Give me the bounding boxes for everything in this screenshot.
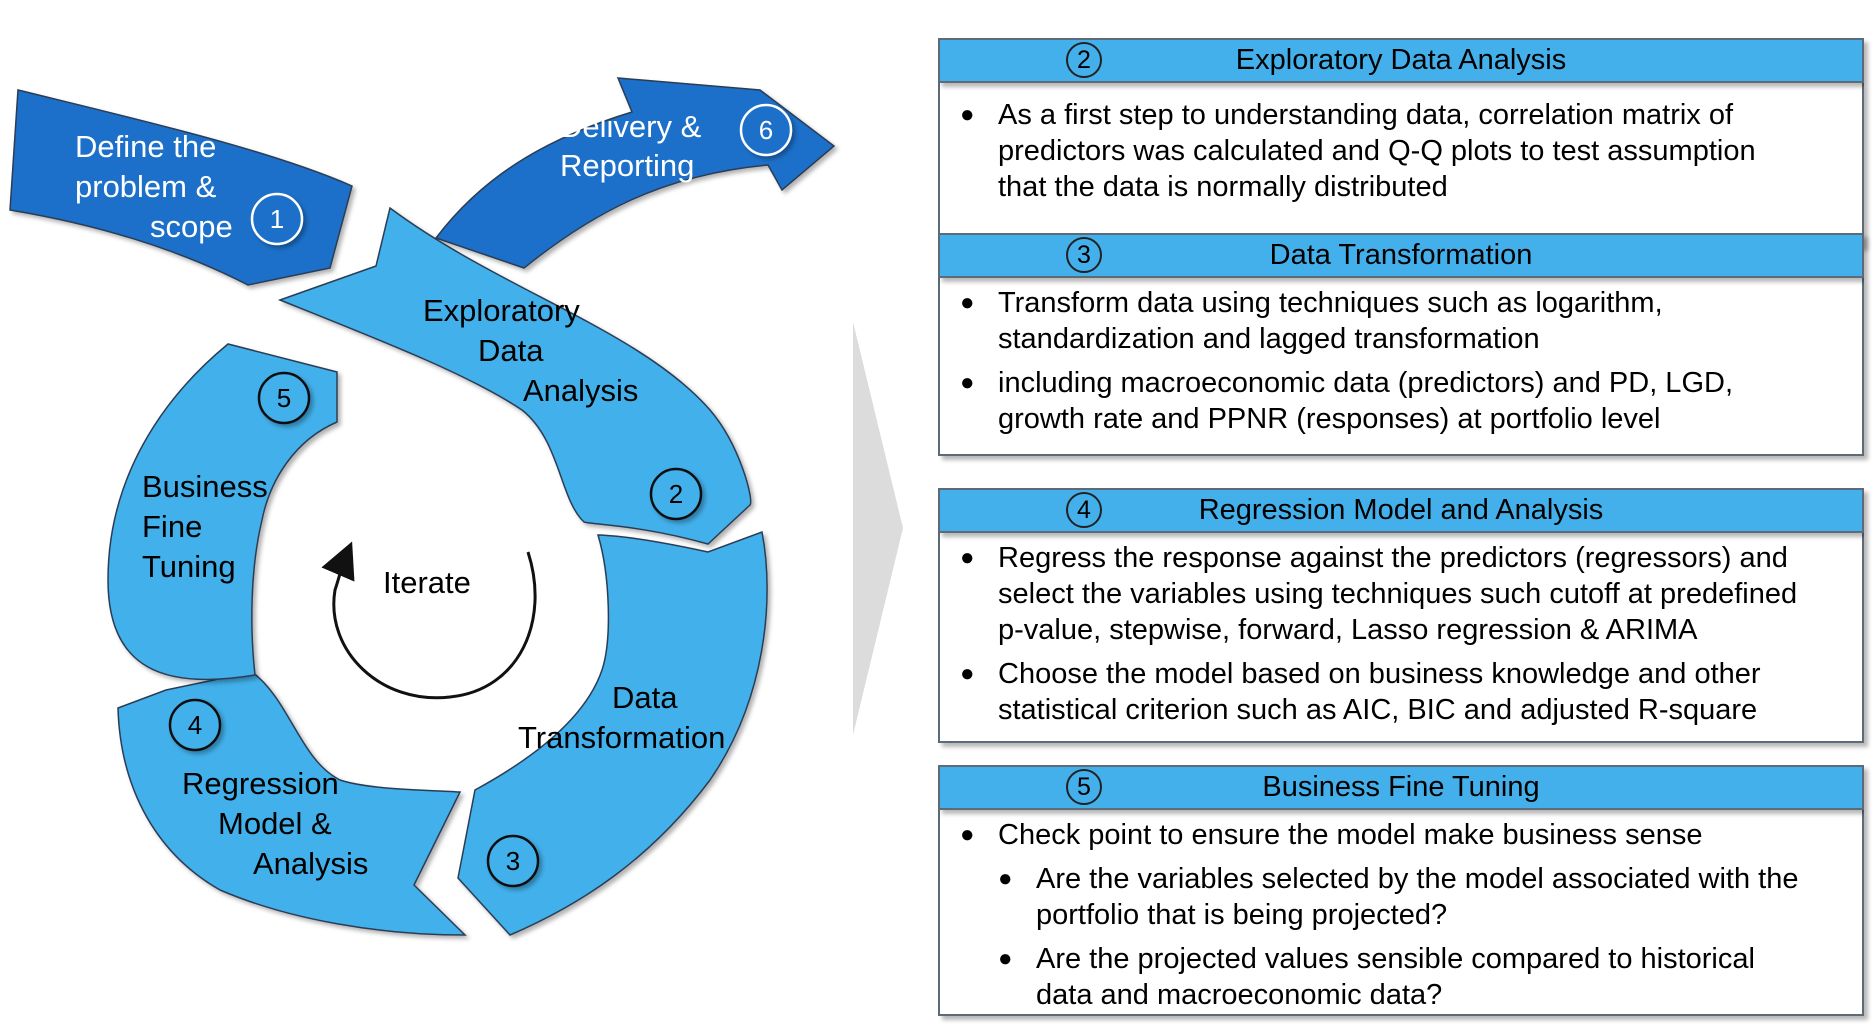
detail-number-badge: 4 (1066, 492, 1102, 528)
step-3-label: Data Transformation (518, 680, 725, 755)
detail-box-body: ● As a first step to understanding data,… (938, 83, 1864, 247)
step-5-arrow (107, 343, 338, 681)
step-6-label-line: Delivery & (560, 109, 702, 144)
bullet-item: ● As a first step to understanding data,… (940, 97, 1862, 205)
step-2-number: 2 (669, 479, 683, 509)
bullet-icon: ● (960, 544, 975, 571)
step-6-label: Delivery & Reporting (560, 109, 702, 183)
step-2-label-line: Data (478, 333, 544, 368)
step-3-number: 3 (506, 846, 520, 876)
detail-box-body: ● Check point to ensure the model make b… (938, 810, 1864, 1016)
bullet-line: statistical criterion such as AIC, BIC a… (998, 694, 1758, 726)
step-5-label-line: Tuning (142, 549, 236, 584)
step-6-arrow (434, 77, 836, 269)
detail-title: Business Fine Tuning (1262, 771, 1540, 803)
bullet-line: p-value, stepwise, forward, Lasso regres… (998, 614, 1698, 646)
detail-title: Exploratory Data Analysis (1235, 44, 1567, 76)
sub-bullet-item: ● Are the variables selected by the mode… (940, 861, 1862, 933)
detail-box-transformation: 3 Data Transformation ● Transform data u… (938, 233, 1864, 456)
step-2-label-line: Analysis (523, 373, 638, 408)
bullet-line: that the data is normally distributed (998, 171, 1448, 203)
step-4-label-line: Analysis (253, 846, 368, 881)
step-1-label-line: problem & (75, 169, 217, 204)
sub-bullet-item: ● Are the projected values sensible comp… (940, 941, 1862, 1013)
bullet-line: including macroeconomic data (predictors… (998, 367, 1733, 399)
bullet-icon: ● (960, 369, 975, 396)
detail-number-badge: 2 (1066, 42, 1102, 78)
detail-box-header: 3 Data Transformation (938, 233, 1864, 278)
step-3-label-line: Data (612, 680, 678, 715)
step-4-label-line: Model & (218, 806, 332, 841)
detail-box-eda: 2 Exploratory Data Analysis ● As a first… (938, 38, 1864, 247)
detail-box-body: ● Transform data using techniques such a… (938, 278, 1864, 456)
bullet-icon: ● (960, 289, 975, 316)
detail-box-regression: 4 Regression Model and Analysis ● Regres… (938, 488, 1864, 743)
step-1-label-line: scope (150, 209, 233, 244)
step-4-number: 4 (188, 710, 202, 740)
step-3-label-line: Transformation (518, 720, 725, 755)
step-2-arrow (277, 206, 752, 545)
detail-number-badge: 5 (1066, 769, 1102, 805)
iterate-label: Iterate (383, 565, 471, 600)
iterate-icon (321, 541, 537, 700)
bullet-line: portfolio that is being projected? (1036, 899, 1448, 931)
bullet-icon: ● (998, 865, 1013, 892)
step-6-label-line: Reporting (560, 148, 694, 183)
cycle-diagram: Iterate Define the problem & scope 1 Del… (9, 77, 903, 936)
step-2-label: Exploratory Data Analysis (423, 293, 638, 408)
step-1-number-badge (250, 192, 304, 246)
bullet-line: growth rate and PPNR (responses) at port… (998, 403, 1661, 435)
step-2-number-badge (649, 467, 703, 521)
step-5-number-badge (257, 371, 311, 425)
bullet-line: Regress the response against the predict… (998, 542, 1788, 574)
step-1-label-line: Define the (75, 129, 216, 164)
bullet-icon: ● (960, 101, 975, 128)
bullet-line: Choose the model based on business knowl… (998, 658, 1761, 690)
step-1-number: 1 (270, 204, 284, 234)
step-5-number: 5 (277, 383, 291, 413)
detail-box-business-tuning: 5 Business Fine Tuning ● Check point to … (938, 765, 1864, 1016)
step-4-label-line: Regression (182, 766, 339, 801)
step-1-label: Define the problem & scope (75, 129, 233, 244)
step-5-label: Business Fine Tuning (142, 469, 268, 584)
step-4-label: Regression Model & Analysis (182, 766, 368, 881)
bullet-line: As a first step to understanding data, c… (998, 99, 1734, 131)
step-2-label-line: Exploratory (423, 293, 580, 328)
step-3-number-badge (486, 834, 540, 888)
bullet-item: ● Transform data using techniques such a… (940, 285, 1862, 357)
bullet-line: Check point to ensure the model make bus… (998, 819, 1703, 851)
step-6-number: 6 (759, 115, 773, 145)
chevron-arrow (853, 322, 903, 735)
bullet-line: Are the variables selected by the model … (1036, 863, 1799, 895)
step-4-arrow (117, 671, 467, 936)
bullet-item: ● Choose the model based on business kno… (940, 656, 1862, 728)
bullet-line: predictors was calculated and Q-Q plots … (998, 135, 1756, 167)
step-6-number-badge (739, 103, 793, 157)
bullet-item: ● Check point to ensure the model make b… (940, 817, 1862, 853)
detail-number-badge: 3 (1066, 237, 1102, 273)
bullet-line: standardization and lagged transformatio… (998, 323, 1540, 355)
bullet-item: ● Regress the response against the predi… (940, 540, 1862, 648)
detail-title: Data Transformation (1269, 239, 1533, 271)
step-5-label-line: Fine (142, 509, 202, 544)
step-3-arrow (457, 530, 768, 936)
bullet-item: ● including macroeconomic data (predicto… (940, 365, 1862, 437)
detail-box-header: 2 Exploratory Data Analysis (938, 38, 1864, 83)
detail-box-header: 4 Regression Model and Analysis (938, 488, 1864, 533)
bullet-line: data and macroeconomic data? (1036, 979, 1443, 1011)
detail-box-body: ● Regress the response against the predi… (938, 533, 1864, 743)
bullet-icon: ● (998, 945, 1013, 972)
detail-title: Regression Model and Analysis (1198, 494, 1604, 526)
step-4-number-badge (168, 698, 222, 752)
bullet-line: Are the projected values sensible compar… (1036, 943, 1755, 975)
bullet-icon: ● (960, 821, 975, 848)
bullet-icon: ● (960, 660, 975, 687)
detail-box-header: 5 Business Fine Tuning (938, 765, 1864, 810)
bullet-line: Transform data using techniques such as … (998, 287, 1663, 319)
bullet-line: select the variables using techniques su… (998, 578, 1798, 610)
step-5-label-line: Business (142, 469, 268, 504)
